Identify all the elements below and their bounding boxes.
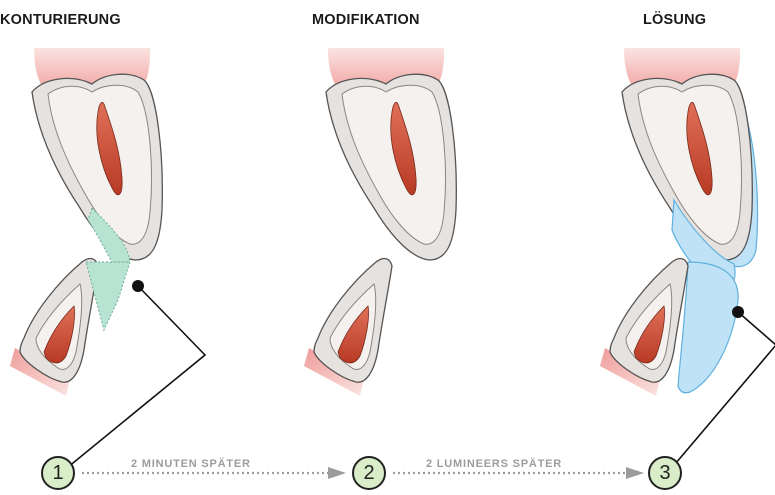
arrow-label-1: 2 MINUTEN SPÄTER bbox=[131, 458, 251, 470]
panel-konturierung bbox=[10, 48, 205, 472]
arrowhead-icon bbox=[626, 467, 644, 479]
step-badge-3: 3 bbox=[648, 456, 682, 490]
lumineer-lower bbox=[678, 262, 738, 393]
lower-tooth-icon bbox=[304, 259, 392, 396]
step-badge-1: 1 bbox=[41, 456, 75, 490]
step-badge-2: 2 bbox=[352, 456, 386, 490]
lower-tooth-icon bbox=[600, 259, 688, 396]
lower-tooth-icon bbox=[10, 259, 98, 396]
panel-modifikation bbox=[304, 48, 456, 396]
panel-title-loesung: LÖSUNG bbox=[643, 12, 706, 28]
arrow-label-2: 2 LUMINEERS SPÄTER bbox=[426, 458, 562, 470]
panel-title-konturierung: KONTURIERUNG bbox=[0, 12, 121, 28]
upper-tooth-icon bbox=[326, 48, 456, 260]
panel-title-modifikation: MODIFIKATION bbox=[312, 12, 420, 28]
arrowhead-icon bbox=[328, 467, 346, 479]
panel-loesung bbox=[600, 48, 775, 470]
